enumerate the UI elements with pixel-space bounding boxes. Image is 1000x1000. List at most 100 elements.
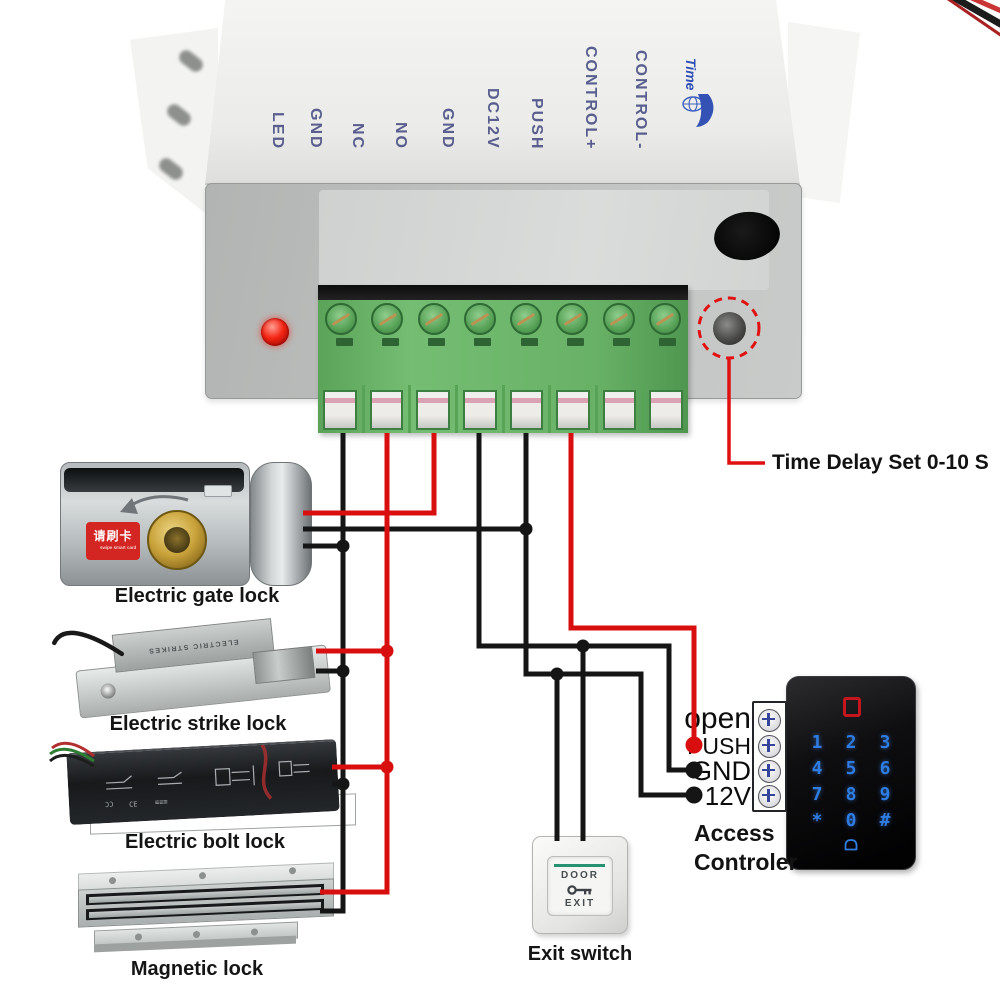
electric-strike-lock-image: ELECTRIC STRIKES <box>52 618 338 724</box>
terminal-label-control-minus: CONTROL- <box>632 49 649 150</box>
sticker-english-text: swipe smart card <box>100 545 137 551</box>
controller-label-12v: 12V <box>704 781 751 811</box>
key-0: 0 <box>845 809 857 831</box>
terminal-screw <box>556 303 589 335</box>
key-3: 3 <box>879 731 891 753</box>
gate-lock-keyway <box>164 527 190 553</box>
exit-switch-caption: Exit switch <box>527 943 633 965</box>
exit-switch-exit-text: EXIT <box>564 898 596 909</box>
terminal-label-push: PUSH <box>528 97 545 150</box>
wire-black-gnd-to-12v <box>523 433 692 798</box>
controller-terminal-strip <box>752 701 787 812</box>
time-logo-text: Time <box>683 58 699 91</box>
power-supply-top-face <box>205 0 800 185</box>
svg-text:ƆƆ: ƆƆ <box>105 801 114 809</box>
terminal-socket <box>594 385 642 433</box>
terminal-screws-row <box>318 300 688 338</box>
black-wires <box>303 433 692 914</box>
card-reader-indicator-icon <box>843 697 861 717</box>
swipe-card-sticker: 请刷卡 swipe smart card <box>86 522 140 560</box>
svg-text:CE: CE <box>129 800 138 808</box>
wire-black-no-to-gnd <box>476 433 692 773</box>
key-hash: # <box>879 809 891 831</box>
keypad-keys: 1 2 3 4 5 6 7 8 9 * 0 # <box>800 729 902 833</box>
time-brand-logo: Time <box>681 58 727 130</box>
terminal-label-led: LED <box>269 112 286 150</box>
access-controller-keypad: 1 2 3 4 5 6 7 8 9 * 0 # <box>786 676 916 870</box>
terminal-label-gnd2: GND <box>439 108 456 150</box>
electric-gate-lock-image: 请刷卡 swipe smart card <box>52 448 314 588</box>
terminal-screw <box>371 303 404 335</box>
globe-swoosh-icon <box>682 94 714 127</box>
key-1: 1 <box>811 731 823 753</box>
keyhole-slot <box>156 155 186 183</box>
wire-red-gate <box>303 433 437 516</box>
recessed-panel <box>319 190 769 290</box>
screw-terminal-gnd <box>758 760 781 783</box>
key-9: 9 <box>879 783 891 805</box>
key-5: 5 <box>845 757 857 779</box>
power-led-indicator <box>261 318 289 346</box>
terminal-label-nc: NC <box>349 122 366 150</box>
exit-switch-button: DOOR EXIT <box>547 856 613 916</box>
time-delay-label: Time Delay Set 0-10 S <box>772 451 989 474</box>
screw-hole <box>99 682 117 700</box>
terminal-socket <box>318 385 362 433</box>
access-controller-caption-1: Access <box>694 820 775 846</box>
wire-red-push <box>568 433 697 742</box>
controller-label-open: open <box>684 702 751 735</box>
terminal-silkscreen-labels: LED GND NC NO GND DC12V PUSH CONTROL+ CO… <box>0 0 1000 150</box>
terminal-screw <box>602 303 635 335</box>
terminal-screw <box>648 303 681 335</box>
terminal-label-dc12v: DC12V <box>484 88 501 150</box>
terminal-vent-slots <box>318 338 688 350</box>
terminal-block-body <box>318 350 688 385</box>
magnetic-lock-caption: Magnetic lock <box>130 958 264 980</box>
terminal-sockets-row <box>318 385 688 433</box>
terminal-screw <box>463 303 496 335</box>
terminal-socket <box>548 385 595 433</box>
terminal-socket <box>501 385 549 433</box>
strike-engraving: ELECTRIC STRIKES <box>147 637 240 654</box>
exit-switch-door-text: DOOR <box>561 870 599 881</box>
screw-terminal-12v <box>758 785 781 808</box>
key-4: 4 <box>811 757 823 779</box>
terminal-socket <box>454 385 502 433</box>
exit-switch-green-bar <box>554 864 605 867</box>
terminal-label-control-plus: CONTROL+ <box>582 45 599 150</box>
key-2: 2 <box>845 731 857 753</box>
key-icon <box>567 885 592 895</box>
key-7: 7 <box>811 783 823 805</box>
gate-lock-keeper-cylinder <box>250 462 312 586</box>
terminal-block <box>318 285 688 433</box>
doorbell-icon <box>844 839 858 851</box>
bolt-lock-caption: Electric bolt lock <box>124 831 286 853</box>
terminal-socket <box>361 385 409 433</box>
key-8: 8 <box>845 783 857 805</box>
red-junction-dots <box>380 644 703 774</box>
black-junction-dots <box>336 522 703 804</box>
terminal-socket <box>641 385 688 433</box>
terminal-screw <box>325 303 358 335</box>
screw-terminal-push <box>758 735 781 758</box>
gate-lock-latch-clip <box>204 485 232 497</box>
exit-switch-plate: DOOR EXIT <box>532 836 628 934</box>
strike-lock-caption: Electric strike lock <box>109 713 287 735</box>
key-6: 6 <box>879 757 891 779</box>
key-star: * <box>811 809 823 831</box>
access-controller-caption-2: Controler <box>694 849 798 875</box>
gate-lock-caption: Electric gate lock <box>114 585 280 607</box>
gate-lock-key-cylinder <box>147 510 207 570</box>
terminal-label-gnd1: GND <box>307 108 324 150</box>
terminal-socket <box>408 385 455 433</box>
terminal-block-top-strip <box>318 285 688 300</box>
red-wires <box>303 433 697 895</box>
screw-terminal-open <box>758 709 781 732</box>
terminal-screw <box>417 303 450 335</box>
terminal-label-no: NO <box>392 122 409 150</box>
exit-switch-image: DOOR EXIT <box>532 834 630 934</box>
